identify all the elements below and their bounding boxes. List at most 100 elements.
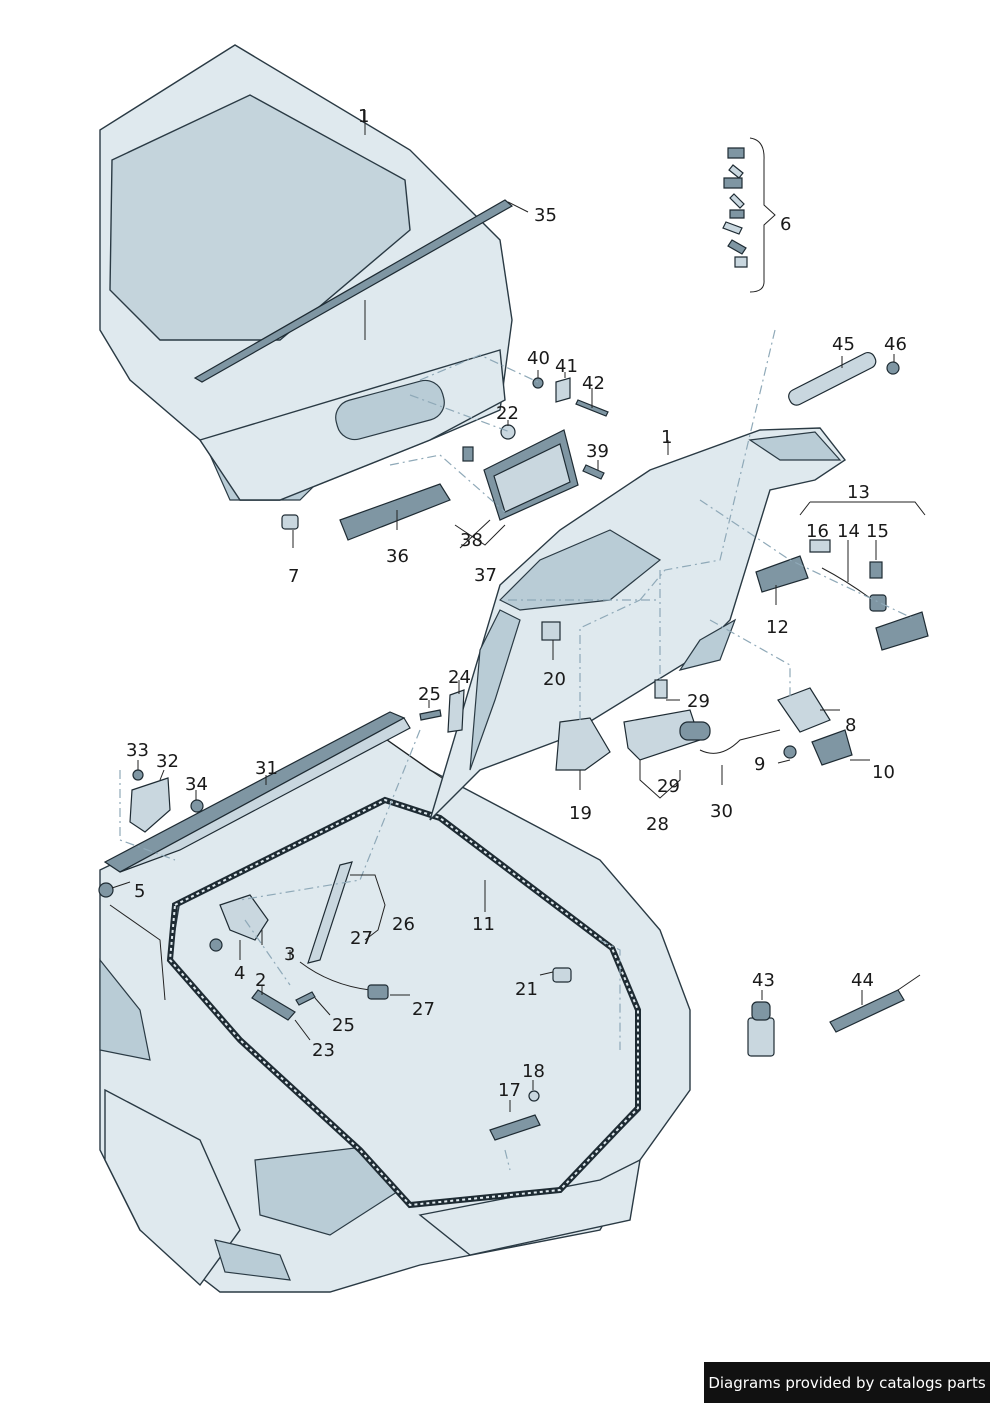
clip-16 [809,539,831,553]
callout-36: 36 [386,546,409,567]
bracket-2 [251,989,296,1021]
callout-25a: 25 [418,684,441,705]
callout-37: 37 [474,565,497,586]
callout-34: 34 [185,774,208,795]
callout-13: 13 [847,482,870,503]
callout-3: 3 [284,944,295,965]
plate-36 [339,483,451,541]
callout-24: 24 [448,667,471,688]
callout-21: 21 [515,979,538,1000]
cover-20 [541,621,561,641]
callout-labels: 1 1 35 6 40 41 42 22 39 7 36 38 37 45 46… [126,106,907,1101]
callout-1b: 1 [661,427,672,448]
screw-set-6 [722,147,748,268]
lock-8 [777,687,831,733]
callout-43: 43 [752,970,775,991]
clip-18 [528,1090,540,1102]
callout-20: 20 [543,669,566,690]
callout-4: 4 [234,963,245,984]
nut-33 [132,769,144,781]
callout-33: 33 [126,740,149,761]
callout-9: 9 [754,754,765,775]
callout-12: 12 [766,617,789,638]
callout-5: 5 [134,881,145,902]
callout-28: 28 [646,814,669,835]
clip-7 [281,514,299,530]
bolt-25b [295,991,316,1006]
bolt-25a [419,709,442,721]
bracket-32 [129,777,171,833]
handle-10 [811,729,853,766]
spoiler-35 [193,199,514,383]
callout-19: 19 [569,803,592,824]
bracket-24 [447,689,465,733]
bracket-17 [489,1114,541,1141]
cable-30 [699,729,781,754]
callout-31: 31 [255,758,278,779]
nut-5 [98,882,114,898]
callout-42: 42 [582,373,605,394]
callout-40: 40 [527,348,550,369]
credit-banner: Diagrams provided by catalogs parts [704,1362,990,1403]
leader-lines [111,110,926,1112]
trunk-lid-upper [99,44,513,501]
callout-23: 23 [312,1040,335,1061]
bracket-41 [555,377,571,403]
callout-30: 30 [710,801,733,822]
callout-16: 16 [806,521,829,542]
callout-46: 46 [884,334,907,355]
connector-15 [869,561,883,579]
callout-18: 18 [522,1061,545,1082]
light-strip-45 [788,351,877,406]
nut-46 [886,361,900,375]
callout-1a: 1 [358,106,369,127]
callout-45: 45 [832,334,855,355]
clip-22 [500,424,516,440]
callout-44: 44 [851,970,874,991]
callout-35: 35 [534,205,557,226]
callout-26: 26 [392,914,415,935]
trunk-lid-open [429,427,847,821]
credit-text: Diagrams provided by catalogs parts [708,1373,986,1392]
strut-cable-27 [299,961,371,991]
callout-25b: 25 [332,1015,355,1036]
callout-11: 11 [472,914,495,935]
vehicle-rear-body [99,734,691,1293]
washer-40 [532,377,544,389]
callout-10: 10 [872,762,895,783]
switch-13 [875,611,929,651]
callout-32: 32 [156,751,179,772]
callout-38: 38 [460,530,483,551]
callout-29a: 29 [687,691,710,712]
gas-strut-26 [307,861,353,964]
callout-8: 8 [845,715,856,736]
bolt-34 [190,799,204,813]
screw-39 [582,464,605,480]
switch-12 [755,555,809,593]
clip-21 [552,967,572,983]
callout-2: 2 [255,970,266,991]
motor-28 [623,679,711,761]
callout-29b: 29 [657,776,680,797]
trim-19 [555,717,611,771]
bolt-4 [209,938,223,952]
adhesive-bottle-43 [747,1001,775,1057]
callout-41: 41 [555,356,578,377]
callout-39: 39 [586,441,609,462]
callout-27b: 27 [412,999,435,1020]
callout-7: 7 [288,566,299,587]
clip-38 [462,446,474,462]
callout-14: 14 [837,521,860,542]
callout-22: 22 [496,403,519,424]
callout-27a: 27 [350,928,373,949]
mounting-lines [119,329,913,1171]
rear-ledge-trim [103,711,411,873]
touch-up-pen-44 [829,989,905,1033]
connector-27 [367,984,389,1000]
callout-6: 6 [780,214,791,235]
callout-17: 17 [498,1080,521,1101]
callout-15: 15 [866,521,889,542]
connector-14 [869,594,887,612]
nut-9 [783,745,797,759]
